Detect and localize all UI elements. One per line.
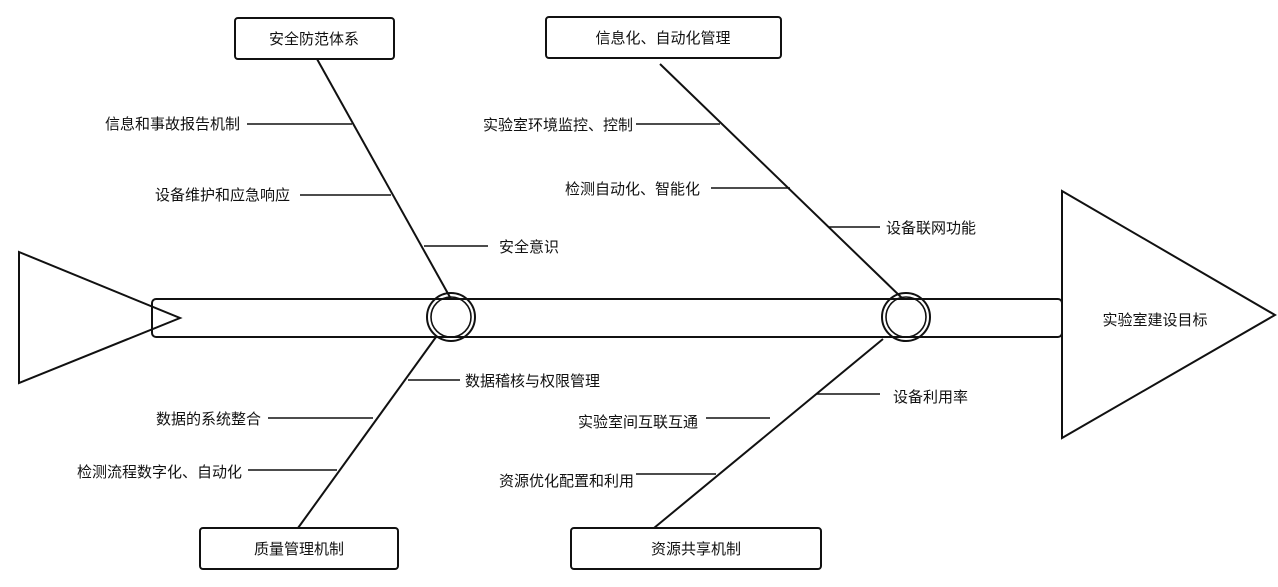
head-triangle	[1061, 189, 1277, 440]
category-title-quality: 质量管理机制	[254, 540, 344, 558]
branch-top-left: 安全防范体系 信息和事故报告机制 设备维护和应急响应 安全意识	[105, 17, 559, 342]
branch-top-right: 信息化、自动化管理 实验室环境监控、控制 检测自动化、智能化 设备联网功能	[483, 16, 976, 342]
cause-label: 信息和事故报告机制	[105, 115, 240, 133]
cause-label: 设备维护和应急响应	[155, 186, 290, 204]
category-title-safety: 安全防范体系	[269, 30, 359, 48]
branch-bottom-left: 质量管理机制 数据稽核与权限管理 数据的系统整合 检测流程数字化、自动化	[77, 336, 600, 570]
joint-circle-left	[426, 292, 476, 342]
goal-label: 实验室建设目标	[1102, 311, 1207, 329]
cause-label: 数据稽核与权限管理	[465, 372, 600, 390]
category-title-automation: 信息化、自动化管理	[595, 29, 730, 47]
joint-circle-right	[881, 292, 931, 342]
cause-label: 设备联网功能	[886, 219, 976, 237]
branch-bottom-right: 资源共享机制 设备利用率 实验室间互联互通 资源优化配置和利用	[499, 338, 968, 570]
category-title-sharing: 资源共享机制	[651, 540, 741, 558]
cause-label: 数据的系统整合	[156, 410, 261, 428]
category-box-safety	[234, 17, 395, 60]
cause-label: 检测流程数字化、自动化	[77, 463, 242, 481]
tail-triangle	[18, 250, 183, 385]
cause-label: 设备利用率	[893, 388, 968, 406]
cause-label: 检测自动化、智能化	[565, 180, 700, 198]
cause-label: 安全意识	[499, 238, 559, 256]
category-box-sharing	[570, 527, 822, 570]
category-box-automation	[545, 16, 782, 59]
category-box-quality	[199, 527, 399, 570]
cause-label: 实验室间互联互通	[578, 413, 698, 431]
cause-label: 实验室环境监控、控制	[483, 116, 633, 134]
cause-label: 资源优化配置和利用	[499, 472, 634, 490]
